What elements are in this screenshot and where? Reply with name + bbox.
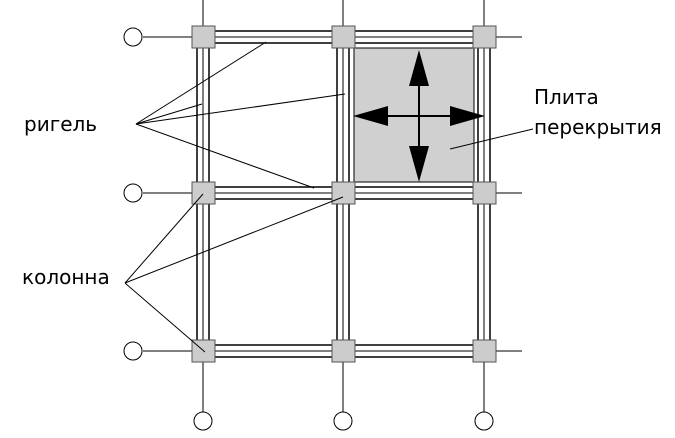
slab-label-line-2: перекрытия — [534, 115, 662, 139]
beam-leader-lines — [135, 41, 346, 189]
column — [472, 25, 497, 49]
leader-line — [135, 123, 315, 189]
column — [331, 181, 356, 205]
column — [191, 25, 216, 49]
circle-icon — [123, 341, 143, 361]
circle-icon — [123, 27, 143, 47]
column — [472, 181, 497, 205]
beam-label: ригель — [24, 112, 97, 136]
slab-label-line-1: Плита — [534, 85, 599, 109]
column — [191, 181, 216, 205]
slab-leader-line — [449, 128, 534, 150]
column — [331, 25, 356, 49]
four-way-arrow-icon — [353, 50, 485, 182]
leader-line — [135, 93, 346, 125]
column-label: колонна — [22, 265, 110, 289]
circle-icon — [474, 411, 494, 431]
circle-icon — [333, 411, 353, 431]
column — [472, 339, 497, 363]
grid-axis-markers — [123, 27, 494, 431]
leader-line — [124, 282, 206, 353]
column — [331, 339, 356, 363]
leader-line — [135, 41, 267, 125]
leader-line — [124, 196, 344, 284]
leader-line — [135, 103, 203, 125]
column-leader-lines — [124, 193, 344, 353]
circle-icon — [193, 411, 213, 431]
circle-icon — [123, 183, 143, 203]
leader-line — [124, 193, 204, 284]
